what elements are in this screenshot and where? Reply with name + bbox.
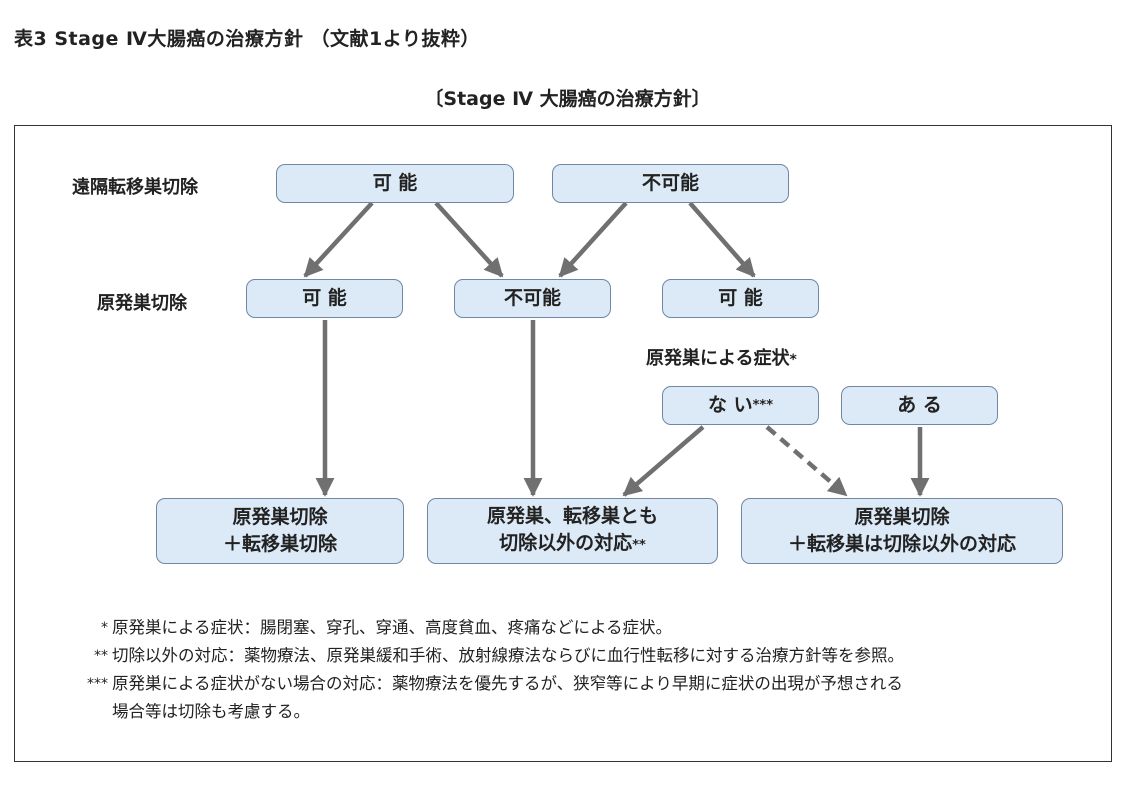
node-symptom-present-label: あ る (897, 394, 942, 416)
node-symptom-present: あ る (841, 386, 998, 425)
footnote-1: *原発巣による症状：腸閉塞、穿孔、穿通、高度貧血、疼痛などによる症状。 (72, 614, 904, 642)
arrow-distant-impossible-to-primary-impossible (558, 201, 628, 278)
node-primary-possible-label: 可 能 (302, 287, 347, 309)
footnote-1-text: 原発巣による症状：腸閉塞、穿孔、穿通、高度貧血、疼痛などによる症状。 (112, 618, 673, 637)
footnote-3: ***原発巣による症状がない場合の対応：薬物療法を優先するが、狭窄等により早期に… (72, 670, 904, 698)
arrow-distant-impossible-to-primary-possible-b (688, 201, 756, 278)
outcome-a-line1: 原発巣切除 (232, 506, 328, 528)
footnotes: *原発巣による症状：腸閉塞、穿孔、穿通、高度貧血、疼痛などによる症状。 **切除… (72, 614, 904, 726)
node-primary-possible-b-label: 可 能 (718, 287, 763, 309)
symptom-label-mark: * (789, 352, 797, 368)
footnote-3-cont-text: 場合等は切除も考慮する。 (112, 702, 310, 721)
node-symptom-none-label: な い (707, 394, 753, 416)
arrow-distant-possible-to-primary-possible (303, 201, 374, 278)
diagram-frame (14, 125, 1112, 762)
footnote-2-mark: ** (94, 648, 108, 664)
footnote-2: **切除以外の対応：薬物療法、原発巣緩和手術、放射線療法ならびに血行性転移に対す… (72, 642, 904, 670)
footnote-1-mark: * (101, 620, 108, 636)
node-outcome-resect-both: 原発巣切除 ＋転移巣切除 (156, 498, 404, 564)
node-primary-impossible: 不可能 (454, 279, 611, 318)
symptom-label-text: 原発巣による症状 (646, 348, 790, 369)
node-symptom-none: な い*** (662, 386, 819, 425)
footnote-3-mark: *** (87, 676, 108, 692)
outcome-b-line1: 原発巣、転移巣とも (486, 505, 658, 527)
diagram-title: 〔Stage Ⅳ 大腸癌の治療方針〕 (424, 88, 711, 110)
arrow-symptom-none-to-outcome-c (765, 425, 848, 497)
outcome-b-mark: ** (632, 538, 646, 553)
footnote-3-continued: *場合等は切除も考慮する。 (72, 698, 904, 726)
footnote-2-text: 切除以外の対応：薬物療法、原発巣緩和手術、放射線療法ならびに血行性転移に対する治… (112, 646, 904, 665)
node-distant-impossible: 不可能 (552, 164, 789, 203)
node-outcome-non-surgical: 原発巣、転移巣とも 切除以外の対応** (427, 498, 718, 564)
row-label-primary-resection: 原発巣切除 (97, 293, 187, 314)
outcome-c-line2: ＋転移巣は切除以外の対応 (787, 533, 1016, 555)
arrow-symptom-none-to-outcome-b (622, 425, 705, 497)
node-symptom-none-mark: *** (752, 398, 774, 413)
row-label-primary-symptom: 原発巣による症状* (646, 344, 797, 370)
outcome-b-line2: 切除以外の対応 (499, 532, 633, 554)
outcome-a-line2: ＋転移巣切除 (222, 533, 337, 555)
node-primary-impossible-label: 不可能 (503, 287, 561, 309)
row-label-distant-resection: 遠隔転移巣切除 (72, 177, 198, 198)
table-title: 表3 Stage Ⅳ大腸癌の治療方針 （文献1より抜粋） (14, 28, 480, 50)
node-primary-possible-b: 可 能 (662, 279, 819, 318)
node-distant-possible: 可 能 (276, 164, 514, 203)
outcome-c-line1: 原発巣切除 (854, 506, 950, 528)
node-distant-possible-label: 可 能 (372, 172, 418, 194)
node-outcome-primary-resect: 原発巣切除 ＋転移巣は切除以外の対応 (741, 498, 1063, 564)
arrow-distant-possible-to-primary-impossible (434, 201, 504, 278)
footnote-3-text: 原発巣による症状がない場合の対応：薬物療法を優先するが、狭窄等により早期に症状の… (112, 674, 903, 693)
node-distant-impossible-label: 不可能 (641, 172, 699, 194)
node-primary-possible: 可 能 (246, 279, 403, 318)
